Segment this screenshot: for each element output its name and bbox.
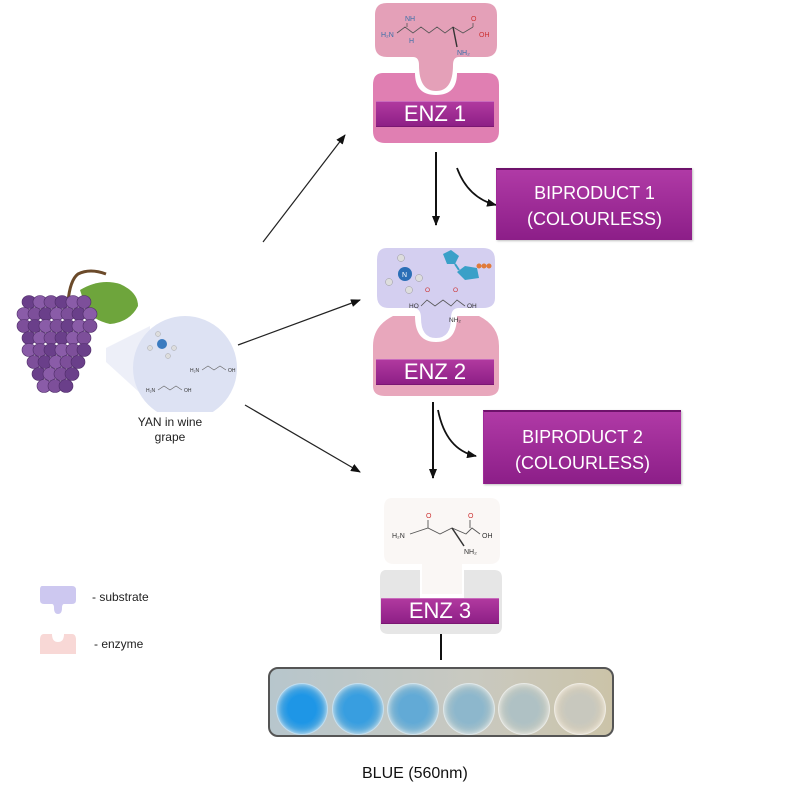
arrow-to-enz3 bbox=[244, 404, 361, 473]
svg-text:H₂N: H₂N bbox=[190, 368, 200, 374]
grape-berry bbox=[76, 295, 92, 309]
svg-text:HO: HO bbox=[409, 303, 419, 310]
enzyme-1-label: ENZ 1 bbox=[376, 101, 494, 127]
well bbox=[387, 683, 440, 735]
svg-text:O: O bbox=[453, 287, 458, 294]
svg-text:NH₂: NH₂ bbox=[457, 50, 470, 57]
svg-text:OH: OH bbox=[467, 303, 477, 310]
nucleotide-molecule bbox=[443, 250, 492, 280]
grape-berry bbox=[82, 319, 98, 333]
legend-substrate-swatch bbox=[40, 586, 76, 614]
svg-text:NH₂: NH₂ bbox=[449, 317, 461, 324]
grape-berry bbox=[76, 343, 92, 357]
well bbox=[331, 683, 384, 735]
well-plate bbox=[268, 667, 614, 737]
svg-text:O: O bbox=[471, 16, 477, 23]
yan-caption-line2: grape bbox=[154, 430, 186, 444]
enzyme-1-substrate bbox=[375, 3, 497, 91]
svg-text:H₂N: H₂N bbox=[381, 32, 394, 39]
legend-enzyme-label: - enzyme bbox=[94, 637, 144, 651]
well bbox=[442, 683, 495, 735]
legend-substrate-label: - substrate bbox=[92, 590, 149, 604]
arrow-to-biproduct2 bbox=[437, 409, 477, 459]
svg-text:OH: OH bbox=[482, 533, 493, 540]
svg-text:O: O bbox=[426, 513, 432, 520]
svg-text:O: O bbox=[425, 287, 430, 294]
grape-berry bbox=[82, 307, 98, 321]
svg-text:O: O bbox=[468, 513, 474, 520]
well-row bbox=[276, 683, 606, 735]
grape-berry bbox=[70, 355, 86, 369]
svg-text:H₂N: H₂N bbox=[146, 388, 156, 394]
grape-berry bbox=[58, 379, 74, 393]
yan-caption: YAN in wine grape bbox=[130, 415, 210, 445]
svg-text:OH: OH bbox=[184, 388, 192, 394]
svg-text:H₂N: H₂N bbox=[392, 533, 405, 540]
result-label: BLUE (560nm) bbox=[362, 765, 468, 782]
well bbox=[498, 683, 551, 735]
enzyme-3-label: ENZ 3 bbox=[381, 598, 499, 624]
enzyme-2-label: ENZ 2 bbox=[376, 359, 494, 385]
svg-text:N: N bbox=[402, 272, 407, 279]
ammonium-molecule: N bbox=[385, 254, 423, 294]
biproduct-1-line2: (COLOURLESS) bbox=[526, 209, 663, 229]
biproduct-2-box: BIPRODUCT 2 (COLOURLESS) bbox=[483, 410, 681, 484]
svg-text:NH: NH bbox=[405, 16, 415, 23]
biproduct-2-line1: BIPRODUCT 2 bbox=[522, 427, 643, 447]
glutamine-molecule: O O H₂N OH NH₂ bbox=[392, 513, 493, 556]
grape-berry bbox=[64, 367, 80, 381]
yan-caption-line1: YAN in wine bbox=[137, 415, 203, 429]
enzyme-3-substrate bbox=[384, 498, 500, 594]
arrow-to-enz2 bbox=[237, 299, 361, 346]
arrow-to-enz1 bbox=[262, 134, 346, 243]
svg-text:H: H bbox=[409, 38, 414, 45]
grape-stem-icon bbox=[66, 269, 107, 303]
biproduct-1-box: BIPRODUCT 1 (COLOURLESS) bbox=[496, 168, 692, 240]
grape-illustration: H₂N OH H₂N OH bbox=[16, 269, 237, 412]
well bbox=[553, 683, 606, 735]
well bbox=[276, 683, 328, 735]
grape-berry bbox=[76, 331, 92, 345]
svg-text:NH₂: NH₂ bbox=[464, 549, 477, 556]
yan-molecules-icon: H₂N OH H₂N OH bbox=[146, 331, 236, 394]
legend-enzyme-swatch bbox=[40, 634, 76, 654]
svg-text:OH: OH bbox=[228, 368, 236, 374]
glutamate-molecule: O O HO OH NH₂ bbox=[409, 287, 477, 324]
biproduct-2-line2: (COLOURLESS) bbox=[514, 453, 651, 473]
grape-cluster-icon bbox=[16, 295, 98, 393]
arrow-to-biproduct1 bbox=[456, 167, 497, 207]
svg-text:OH: OH bbox=[479, 32, 490, 39]
arginine-molecule: NH H₂N H O OH NH₂ bbox=[381, 16, 490, 57]
biproduct-1-line1: BIPRODUCT 1 bbox=[534, 183, 655, 203]
